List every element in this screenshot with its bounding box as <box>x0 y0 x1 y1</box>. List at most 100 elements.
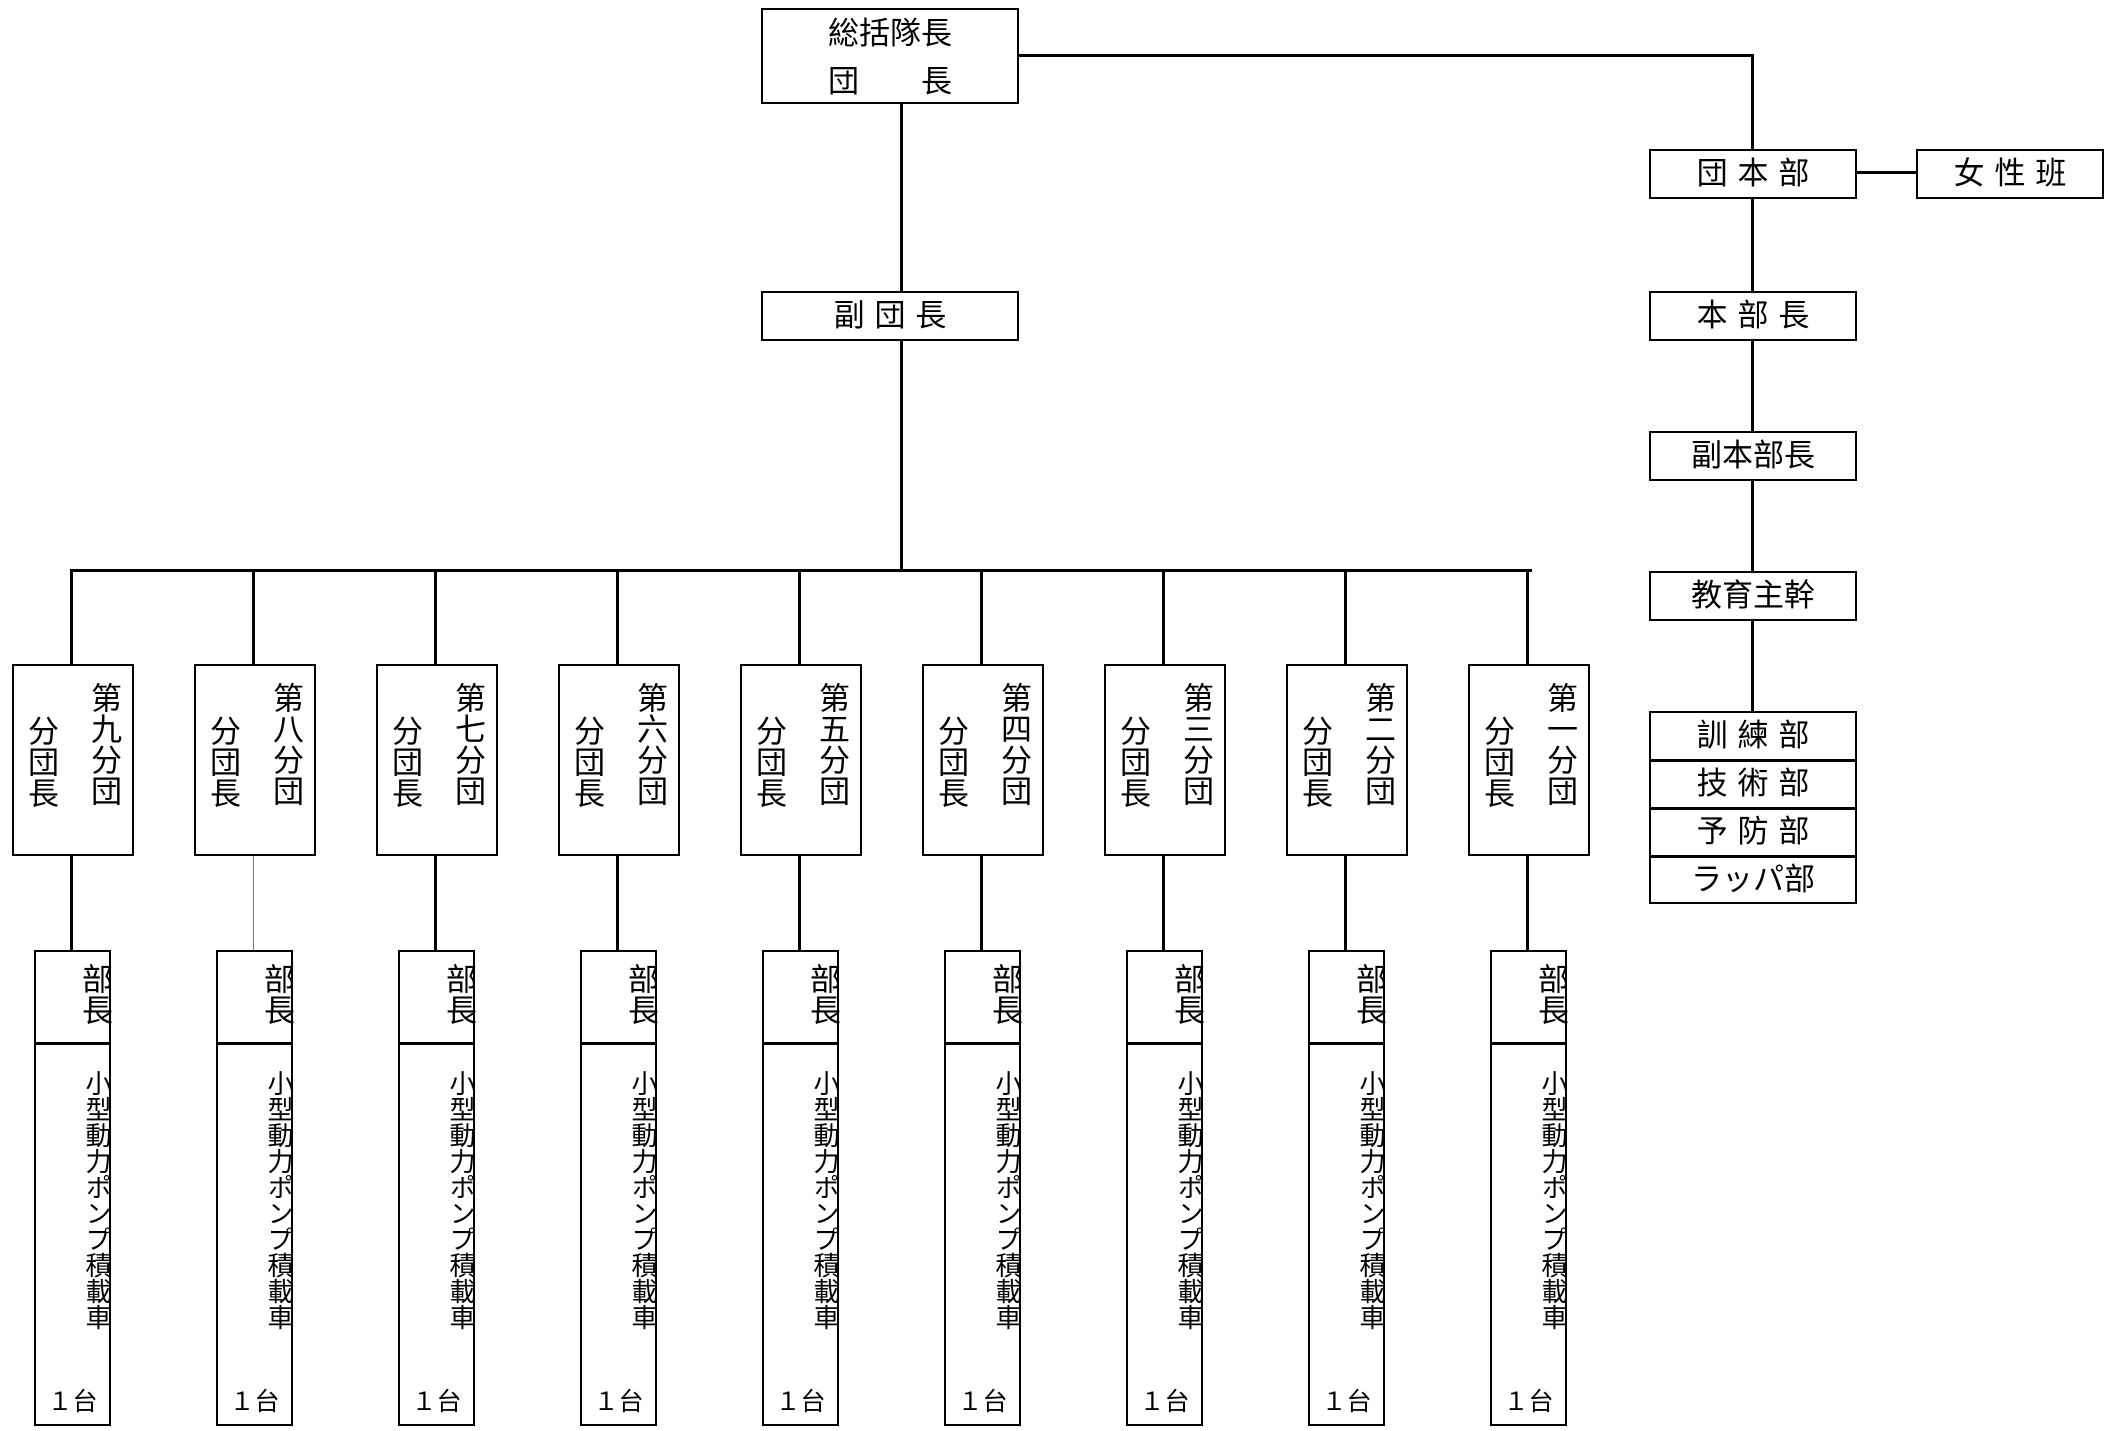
connector-line <box>252 569 255 665</box>
hq-chief-box: 本 部 長 <box>1649 291 1857 341</box>
branch-leader-title: 分団長 <box>204 715 240 808</box>
branch-box: 第六分団分団長 <box>558 664 680 856</box>
unit-divider <box>218 1042 291 1045</box>
unit-divider <box>946 1042 1019 1045</box>
connector-line <box>1526 855 1529 951</box>
unit-head-title: 部長 <box>258 963 294 1025</box>
department-divider <box>1651 855 1855 858</box>
connector-line <box>1751 54 1754 150</box>
connector-line <box>1018 54 1753 57</box>
vehicle-count: １台 <box>1321 1387 1372 1416</box>
vehicle-count: １台 <box>1503 1387 1554 1416</box>
department-label: 訓 練 部 <box>1696 718 1810 754</box>
vehicle-label: 小型動力ポンプ積載車 <box>445 1070 475 1330</box>
unit-head-title: 部長 <box>804 963 840 1025</box>
connector-line <box>1526 569 1529 665</box>
unit-head-title: 部長 <box>622 963 658 1025</box>
unit-box: 部長小型動力ポンプ積載車 １台 <box>944 950 1022 1426</box>
branch-box: 第三分団分団長 <box>1104 664 1226 856</box>
unit-divider <box>1310 1042 1383 1045</box>
unit-head-title: 部長 <box>1168 963 1204 1025</box>
vehicle-count: １台 <box>1139 1387 1190 1416</box>
department-divider <box>1651 759 1855 762</box>
unit-box: 部長小型動力ポンプ積載車 １台 <box>1490 950 1568 1426</box>
connector-line <box>1751 197 1754 292</box>
branch-leader-title: 分団長 <box>1478 715 1514 808</box>
education-head-box: 教育主幹 <box>1649 571 1857 621</box>
branch-box: 第九分団分団長 <box>12 664 134 856</box>
unit-divider <box>36 1042 109 1045</box>
connector-line <box>1751 479 1754 572</box>
department-divider <box>1651 807 1855 810</box>
vehicle-label: 小型動力ポンプ積載車 <box>1355 1070 1385 1330</box>
branch-box: 第五分団分団長 <box>740 664 862 856</box>
vehicle-label: 小型動力ポンプ積載車 <box>627 1070 657 1330</box>
unit-head-title: 部長 <box>440 963 476 1025</box>
department-label: ラッパ部 <box>1691 862 1815 898</box>
vehicle-label: 小型動力ポンプ積載車 <box>991 1070 1021 1330</box>
branch-title: 第七分団 <box>449 682 485 806</box>
branch-title: 第一分団 <box>1541 682 1577 806</box>
connector-line <box>1162 855 1165 951</box>
branch-title: 第六分団 <box>631 682 667 806</box>
connector-line <box>1751 619 1754 712</box>
connector-line <box>434 855 437 951</box>
unit-box: 部長小型動力ポンプ積載車 １台 <box>34 950 112 1426</box>
branch-leader-title: 分団長 <box>750 715 786 808</box>
vehicle-count: １台 <box>775 1387 826 1416</box>
connector-line <box>798 855 801 951</box>
chief-title-line2: 団 長 <box>828 64 952 100</box>
connector-line <box>1751 339 1754 432</box>
branch-leader-title: 分団長 <box>932 715 968 808</box>
branch-box: 第八分団分団長 <box>194 664 316 856</box>
branch-leader-title: 分団長 <box>1296 715 1332 808</box>
vehicle-count: １台 <box>593 1387 644 1416</box>
vehicle-count: １台 <box>411 1387 462 1416</box>
chief-box: 総括隊長 団 長 <box>761 8 1019 104</box>
branch-title: 第四分団 <box>995 682 1031 806</box>
vehicle-count: １台 <box>47 1387 98 1416</box>
vehicle-label: 小型動力ポンプ積載車 <box>263 1070 293 1330</box>
connector-line <box>1344 569 1347 665</box>
connector-line <box>1344 855 1347 951</box>
connector-line <box>798 569 801 665</box>
vice-chief-box: 副 団 長 <box>761 291 1019 341</box>
branch-box: 第一分団分団長 <box>1468 664 1590 856</box>
unit-divider <box>400 1042 473 1045</box>
branch-box: 第四分団分団長 <box>922 664 1044 856</box>
connector-line <box>980 855 983 951</box>
branch-box: 第七分団分団長 <box>376 664 498 856</box>
vehicle-count: １台 <box>229 1387 280 1416</box>
connector-line <box>900 340 903 571</box>
hq-box: 団 本 部 <box>1649 149 1857 199</box>
branch-leader-title: 分団長 <box>568 715 604 808</box>
branch-leader-title: 分団長 <box>1114 715 1150 808</box>
connector-line <box>70 569 73 665</box>
hq-title: 団 本 部 <box>1696 156 1810 192</box>
unit-head-title: 部長 <box>76 963 112 1025</box>
unit-divider <box>764 1042 837 1045</box>
vehicle-count: １台 <box>957 1387 1008 1416</box>
unit-box: 部長小型動力ポンプ積載車 １台 <box>216 950 294 1426</box>
connector-line <box>616 569 619 665</box>
connector-line <box>900 103 903 293</box>
branch-title: 第三分団 <box>1177 682 1213 806</box>
vehicle-label: 小型動力ポンプ積載車 <box>1537 1070 1567 1330</box>
unit-divider <box>582 1042 655 1045</box>
department-label: 技 術 部 <box>1696 766 1810 802</box>
connector-line <box>616 855 619 951</box>
education-head-label: 教育主幹 <box>1691 578 1815 614</box>
women-unit-box: 女 性 班 <box>1916 149 2104 199</box>
connector-line <box>253 855 254 951</box>
unit-head-title: 部長 <box>1532 963 1568 1025</box>
vehicle-label: 小型動力ポンプ積載車 <box>81 1070 111 1330</box>
branch-title: 第五分団 <box>813 682 849 806</box>
branch-title: 第九分団 <box>85 682 121 806</box>
branch-box: 第二分団分団長 <box>1286 664 1408 856</box>
connector-line <box>1162 569 1165 665</box>
unit-head-title: 部長 <box>986 963 1022 1025</box>
